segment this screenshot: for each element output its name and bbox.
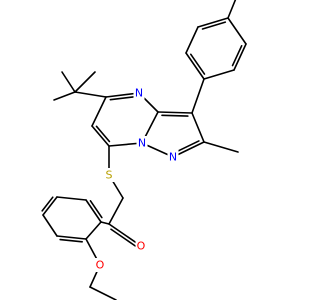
bond-C5-N4	[109, 95, 137, 101]
bond-C3a-C3	[157, 111, 193, 114]
bond-ph4-ph5	[227, 17, 247, 45]
molecule-structure-diagram: NNNSOOCl	[41, 0, 247, 300]
bond-a4-a5	[42, 214, 58, 237]
o_ether-atom-label: O	[96, 259, 105, 272]
bond-ph3-ph4	[197, 17, 229, 28]
bond-ph2-ph3	[185, 26, 199, 54]
bond-a5-a6	[56, 235, 87, 240]
bond-tbuC-tbuMe3	[74, 71, 96, 93]
bond-C7-C6	[95, 125, 111, 143]
bond-C3-ph1	[191, 78, 205, 114]
bond-ph4-Cl	[227, 0, 237, 19]
bond-layer	[41, 0, 247, 300]
o_ether-label-bg	[94, 258, 106, 272]
bond-a2-a3	[56, 196, 87, 201]
bond-C3a-C3	[161, 114, 189, 117]
bond-ph1-ph2	[189, 53, 206, 75]
bond-ph6-ph1	[203, 69, 235, 80]
n_upper-label-bg	[133, 86, 145, 100]
bond-ph3-ph4	[201, 21, 227, 30]
bond-C6-C5	[91, 96, 107, 127]
n_pyrazole-atom-label: N	[169, 151, 177, 164]
s-atom-label: S	[106, 169, 113, 182]
bond-a3-a4	[41, 196, 54, 212]
bond-CO-a1	[100, 221, 110, 225]
bond-ph5-ph6	[233, 43, 247, 71]
n_upper-atom-label: N	[135, 87, 143, 100]
n_ring_lower-atom-label: N	[138, 137, 146, 150]
bond-tbuC-tbuMe2	[53, 91, 76, 101]
s-label-bg	[103, 168, 115, 182]
o_carbonyl-label-bg	[135, 239, 147, 253]
bond-a3-a4	[42, 196, 58, 216]
bond-C2-Me2	[203, 141, 239, 153]
bond-C7-C6	[91, 125, 110, 147]
o_carbonyl-atom-label: O	[137, 240, 146, 253]
bond-a5-a6	[59, 238, 83, 243]
n_ring_lower-label-bg	[136, 136, 148, 150]
bond-a1-a2	[89, 200, 103, 219]
bond-tbuC-tbuMe1	[61, 71, 76, 93]
bond-a1-a2	[85, 199, 102, 223]
atom-label-layer: NNNSOOCl	[94, 86, 179, 272]
bond-a6-a1	[85, 221, 102, 240]
n_pyrazole-label-bg	[167, 150, 179, 164]
bond-tbuC-C5	[74, 91, 107, 98]
bond-C2-N1	[174, 140, 200, 154]
bond-CO-Oc	[110, 228, 137, 247]
bond-ph5-ph6	[231, 44, 243, 67]
bond-C3-C2	[191, 112, 205, 143]
bond-E1-E2	[89, 286, 117, 300]
bond-CH2-CO	[108, 197, 124, 225]
bond-ph1-ph2	[185, 52, 205, 80]
